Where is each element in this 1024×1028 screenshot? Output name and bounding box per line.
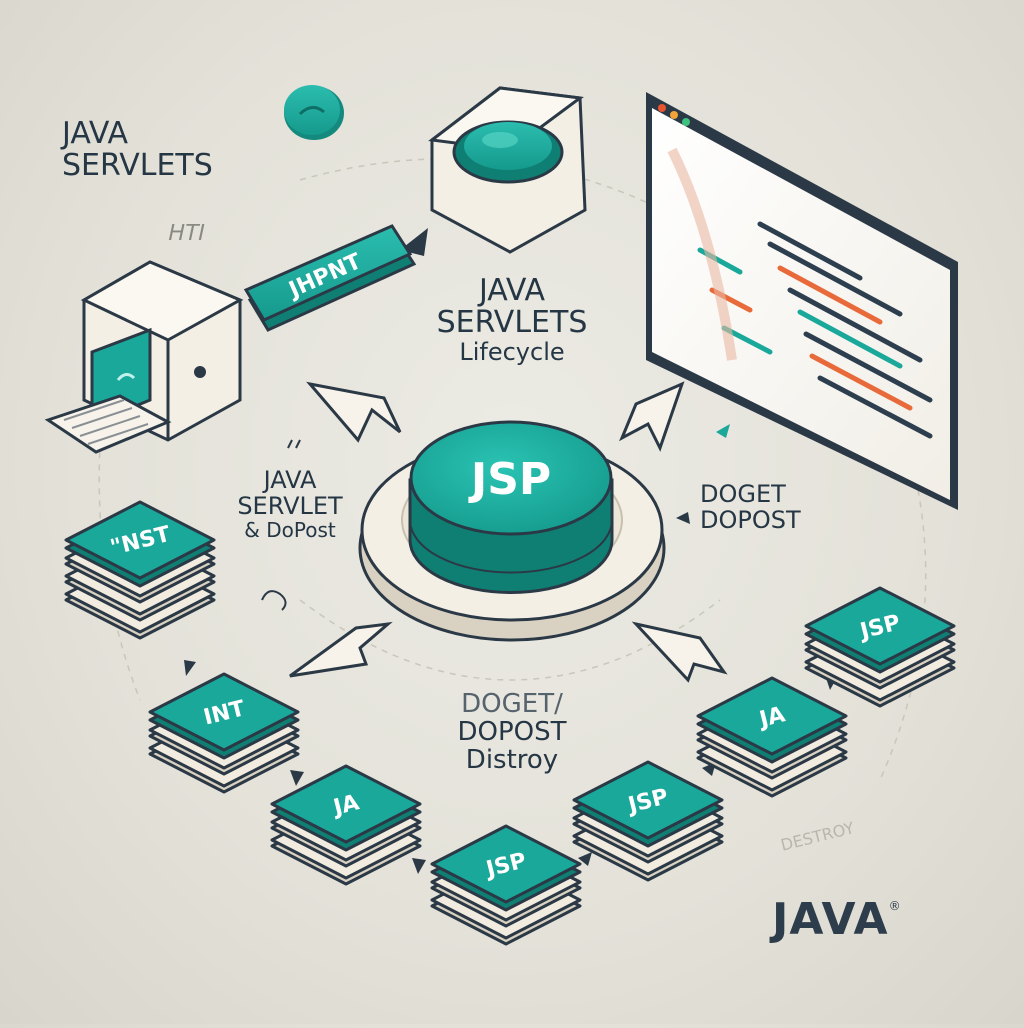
squiggle-left bbox=[261, 590, 287, 611]
stack-card-top bbox=[430, 824, 582, 904]
label-line: DOGET bbox=[700, 480, 786, 508]
label-line: DOPOST bbox=[457, 717, 567, 748]
label-line: JAVA bbox=[478, 273, 546, 308]
label-line: JAVA bbox=[263, 466, 317, 494]
java-brand-logo: JAVA® bbox=[772, 896, 902, 944]
label-doget-dopost: DOGET DOPOST bbox=[700, 480, 801, 534]
label-line: SERVLETS bbox=[436, 305, 588, 341]
server-cube-icon bbox=[428, 86, 587, 254]
label-lifecycle-title: JAVA SERVLETS Lifecycle bbox=[412, 273, 612, 366]
stack-right-1: JSP bbox=[804, 586, 956, 708]
label-doget-dopost-destroy: DOGET/ DOPOST Distroy bbox=[412, 690, 612, 774]
arrow-top-right bbox=[619, 381, 685, 452]
jhpnt-tag: JHPNT bbox=[243, 224, 417, 332]
label-lifecycle-subtitle: Lifecycle bbox=[459, 337, 565, 366]
label-http-fragment: HTI bbox=[165, 221, 208, 246]
stack-left-3: JA bbox=[270, 764, 422, 886]
stack-card-top bbox=[572, 760, 724, 840]
registered-mark: ® bbox=[888, 899, 902, 913]
stack-card-top bbox=[64, 500, 216, 580]
arrow-small-right bbox=[676, 512, 690, 524]
label-java-servlets-topleft: JAVA SERVLETS bbox=[62, 116, 213, 184]
stack-bottom: JSP bbox=[430, 824, 582, 946]
stack-left-1: "NST bbox=[64, 500, 216, 640]
tick-marks-left bbox=[287, 439, 301, 449]
computer-terminal-icon bbox=[44, 260, 244, 454]
label-line: SERVLET bbox=[237, 491, 343, 520]
stack-card-top bbox=[148, 672, 300, 752]
arrow-mini-right bbox=[716, 424, 730, 438]
label-line: JAVA bbox=[62, 116, 129, 151]
teal-coin-icon bbox=[284, 85, 344, 140]
browser-window-icon bbox=[646, 92, 958, 510]
label-line: SERVLETS bbox=[62, 148, 213, 184]
central-jsp-label: JSP bbox=[468, 454, 551, 505]
label-line: Distroy bbox=[465, 745, 559, 776]
stack-right-3: JSP bbox=[572, 760, 724, 882]
label-line: DOPOST bbox=[700, 505, 801, 534]
arrow-bottom-left bbox=[289, 621, 393, 678]
label-line: & DoPost bbox=[244, 517, 336, 542]
label-java-servlet-dopost: JAVA SERVLET & DoPost bbox=[220, 466, 360, 542]
stack-card-top bbox=[804, 586, 956, 666]
arrow-bottom-right bbox=[631, 621, 728, 683]
arrow-top-left bbox=[306, 381, 402, 443]
stack-card-top bbox=[270, 764, 422, 844]
stack-right-2: JA bbox=[696, 676, 848, 798]
brand-text: JAVA bbox=[772, 894, 889, 945]
stack-left-2: INT bbox=[148, 672, 300, 794]
central-jsp-button: JSP bbox=[358, 420, 666, 642]
stack-card-top bbox=[696, 676, 848, 756]
inward-arrows bbox=[289, 381, 728, 683]
label-line: DOGET/ bbox=[461, 689, 563, 719]
